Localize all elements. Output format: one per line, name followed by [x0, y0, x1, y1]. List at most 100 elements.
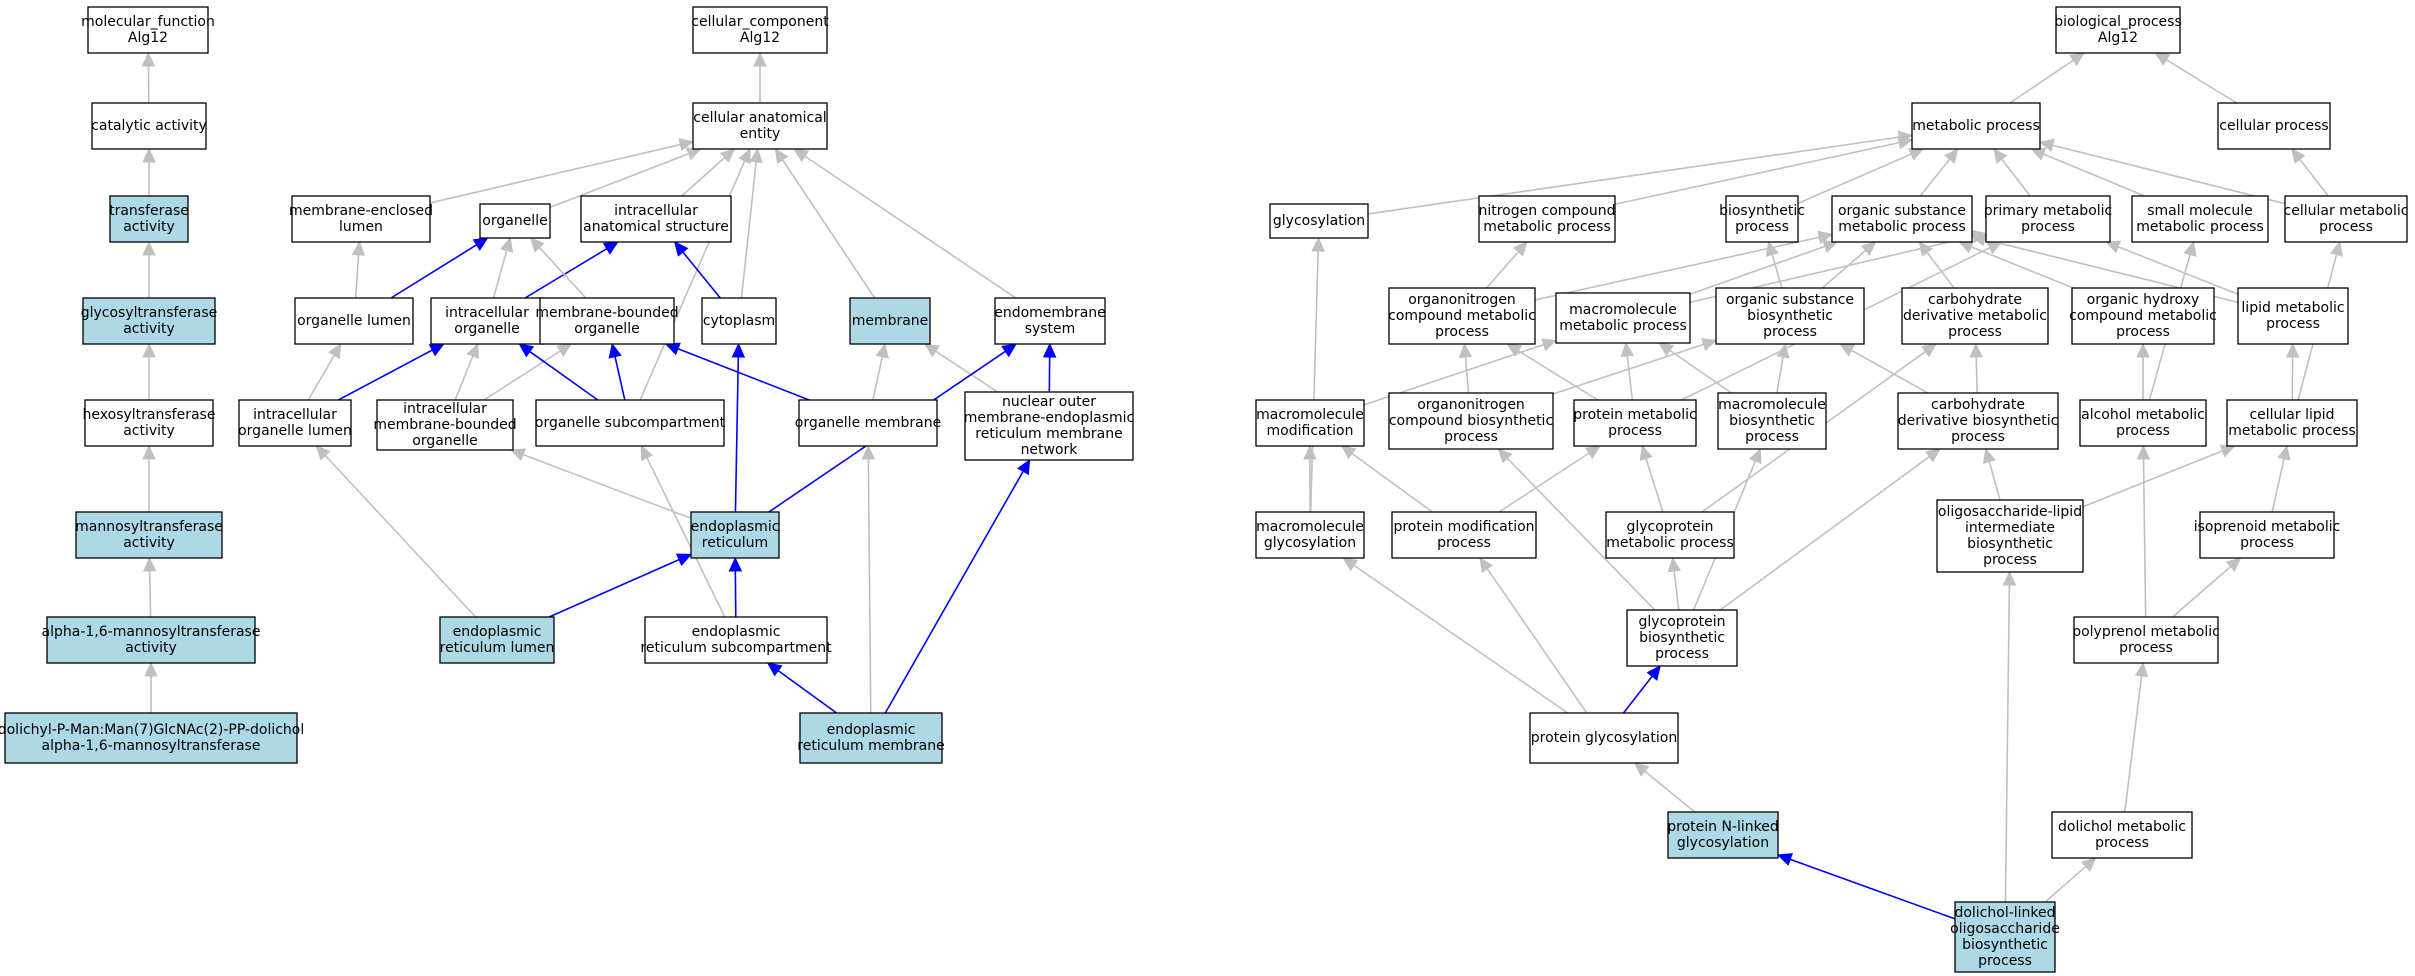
edge-macromolecule_glyc-to-glycosylation	[1309, 236, 1325, 513]
edge-line	[354, 254, 360, 299]
edge-line	[804, 155, 1017, 299]
node-box	[1985, 195, 2111, 243]
node-membrane[interactable]: membrane	[849, 297, 931, 345]
node-dolichyl[interactable]: dolichyl-P-Man:Man(7)GlcNAc(2)-PP-dolich…	[0, 712, 304, 764]
node-label: network	[1021, 442, 1079, 458]
node-nuclear-outer[interactable]: nuclear outermembrane-endoplasmicreticul…	[964, 391, 1134, 461]
node-label: cellular anatomical	[693, 110, 826, 126]
node-protein-glyc[interactable]: protein glycosylation	[1529, 712, 1679, 764]
node-organelle-membrane[interactable]: organelle membrane	[795, 399, 941, 447]
node-organelle[interactable]: organelle	[479, 203, 551, 239]
node-organelle-subcomp[interactable]: organelle subcompartment	[535, 399, 726, 447]
node-label: process	[2266, 316, 2320, 332]
node-metabolic[interactable]: metabolic process	[1911, 102, 2041, 150]
arrowhead-icon	[1748, 447, 1762, 465]
edge-line	[307, 354, 335, 401]
edge-line	[524, 248, 608, 299]
node-label: organic substance	[1838, 203, 1966, 219]
node-organelle-lumen[interactable]: organelle lumen	[294, 297, 414, 345]
edge-protein_glyc-to-glycoprotein_bio	[1622, 665, 1661, 714]
arrowhead-icon	[1860, 241, 1877, 256]
node-label: protein metabolic	[1573, 407, 1696, 423]
edges-layer	[141, 51, 2344, 920]
node-oligo-lipid[interactable]: oligosaccharide-lipidintermediatebiosynt…	[1936, 499, 2084, 573]
node-label: reticulum subcompartment	[640, 640, 832, 656]
node-cytoplasm[interactable]: cytoplasm	[701, 297, 777, 345]
edge-glycoprotein_met-to-protein_met	[1639, 444, 1664, 513]
node-glycosylation[interactable]: glycosylation	[1269, 203, 1369, 239]
edge-cellular_met-to-cellular_process	[2291, 148, 2329, 197]
edge-line	[1926, 251, 1955, 289]
edge-organic_subst_bio-to-organic_subst_met	[1821, 241, 1877, 289]
node-label: dolichol-linked	[1954, 905, 2055, 921]
edge-line	[1669, 349, 1732, 394]
node-label: hexosyltransferase	[83, 407, 216, 423]
edge-line	[548, 558, 680, 618]
node-label: organelle subcompartment	[535, 415, 726, 431]
arrowhead-icon	[602, 241, 619, 255]
edge-transferase-to-catalytic	[142, 147, 156, 196]
node-box	[535, 399, 725, 447]
node-label: process	[2095, 835, 2149, 851]
edge-dolichol_met-to-polyprenol	[2124, 661, 2149, 813]
node-box	[1555, 292, 1691, 344]
node-box	[539, 297, 675, 345]
edge-isoprenoid-to-cellular_lipid	[2271, 444, 2291, 513]
edge-line	[1506, 457, 1656, 611]
node-dolichol-linked[interactable]: dolichol-linkedoligosaccharidebiosynthet…	[1950, 901, 2060, 973]
node-label: alpha-1,6-mannosyltransferase	[42, 738, 261, 754]
node-label: membrane-endoplasmic	[964, 410, 1134, 426]
arrowhead-icon	[1918, 241, 1933, 257]
node-catalytic[interactable]: catalytic activity	[91, 102, 207, 150]
node-cellular-process[interactable]: cellular process	[2217, 102, 2331, 150]
node-label: cellular metabolic	[2284, 203, 2409, 219]
